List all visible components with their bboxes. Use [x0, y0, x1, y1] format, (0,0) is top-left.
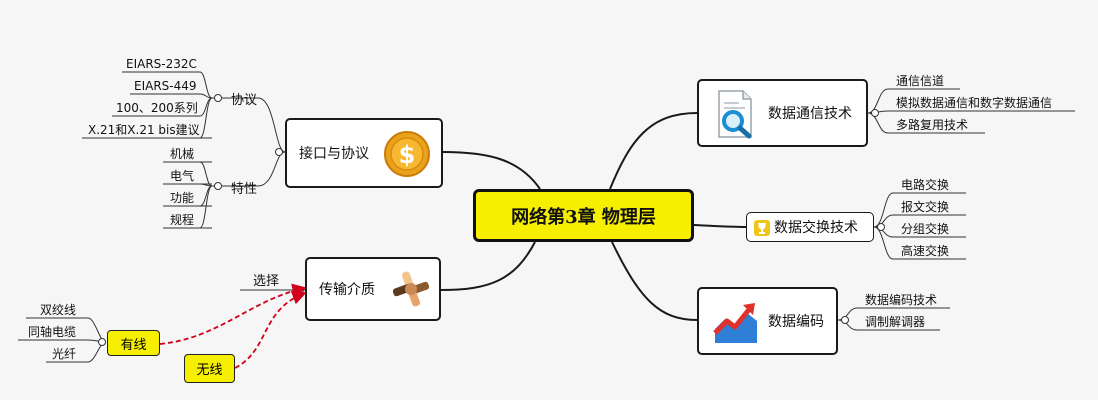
svg-text:$: $ [399, 141, 416, 169]
wired-label: 有线 [120, 337, 147, 353]
node-comm-label: 数据通信技术 [768, 106, 852, 122]
feature-item: 机械 [170, 147, 195, 161]
switch-item: 高速交换 [901, 244, 950, 258]
node-data-encoding[interactable]: 数据编码 [697, 287, 838, 355]
wired-item: 双绞线 [40, 303, 77, 317]
switch-item: 报文交换 [901, 200, 950, 214]
protocol-item: 100、200系列 [116, 101, 198, 115]
protocol-item: EIARS-232C [126, 57, 197, 71]
trophy-icon [754, 220, 770, 236]
wireless-node[interactable]: 无线 [184, 354, 235, 383]
choose-label: 选择 [253, 274, 280, 289]
feature-item: 功能 [170, 191, 195, 205]
protocol-item: X.21和X.21 bis建议 [88, 123, 200, 137]
wireless-label: 无线 [196, 363, 223, 378]
central-topic[interactable]: 网络第3章 物理层 [473, 189, 694, 242]
comm-item: 通信信道 [896, 74, 945, 88]
comm-item: 多路复用技术 [896, 118, 969, 132]
wired-node[interactable]: 有线 [107, 330, 160, 356]
encode-item: 数据编码技术 [865, 293, 938, 307]
features-label: 特性 [231, 182, 258, 197]
link-switch [693, 224, 747, 228]
node-interface-label: 接口与协议 [299, 146, 369, 162]
encode-item: 调制解调器 [865, 315, 926, 329]
node-encode-label: 数据编码 [768, 314, 824, 330]
link-encode [611, 241, 698, 321]
node-data-switching[interactable]: 数据交换技术 [746, 212, 874, 242]
growth-chart-icon [713, 303, 757, 343]
link-interface [442, 151, 541, 190]
node-interface-protocol[interactable]: 接口与协议 $ [285, 118, 443, 188]
node-medium-label: 传输介质 [319, 282, 375, 298]
feature-item: 电气 [170, 169, 195, 183]
joined-hands-icon [392, 271, 430, 307]
switch-item: 电路交换 [901, 178, 950, 192]
node-transmission-medium[interactable]: 传输介质 [305, 257, 441, 321]
feature-item: 规程 [170, 213, 195, 227]
central-topic-label: 网络第3章 物理层 [511, 206, 656, 228]
node-data-communication[interactable]: 数据通信技术 [697, 79, 868, 147]
protocol-label: 协议 [231, 93, 258, 108]
link-medium [440, 241, 536, 291]
document-magnifier-icon [718, 90, 752, 139]
wired-item: 光纤 [52, 347, 77, 361]
switch-item: 分组交换 [901, 222, 950, 236]
wired-item: 同轴电缆 [28, 325, 77, 339]
comm-item: 模拟数据通信和数字数据通信 [896, 96, 1053, 110]
dollar-coin-icon: $ [384, 131, 430, 177]
node-switch-label: 数据交换技术 [774, 220, 858, 236]
protocol-item: EIARS-449 [134, 79, 197, 93]
link-comm [609, 112, 698, 190]
